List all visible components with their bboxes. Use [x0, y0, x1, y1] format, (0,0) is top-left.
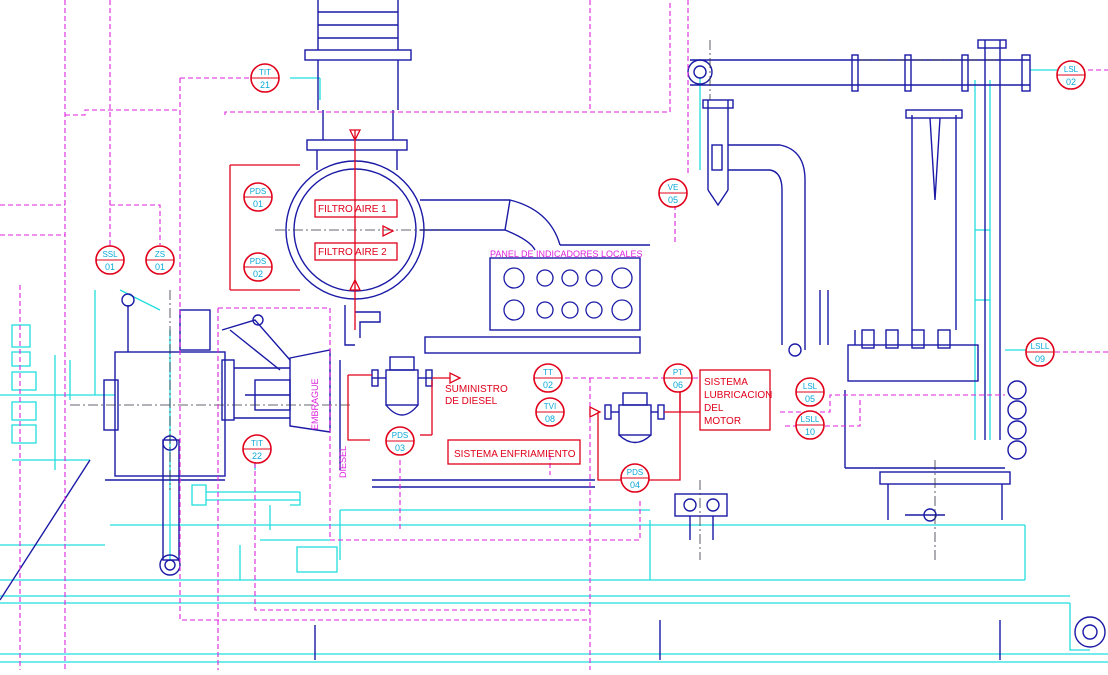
instrument-lsl-02: LSL 02 — [1056, 60, 1086, 90]
equipment — [0, 0, 1106, 660]
filtro-aire-1-box — [314, 199, 398, 218]
instrument-pds-02: PDS 02 — [243, 252, 273, 282]
instrument-tag: PDS — [627, 468, 643, 477]
instrument-tag: LSLL — [801, 415, 820, 424]
instrument-tag: PDS — [250, 257, 266, 266]
filtro-aire-2-box — [314, 242, 398, 261]
instrument-tag: ZS — [155, 250, 165, 259]
instrument-number: 02 — [253, 269, 263, 279]
instrument-zs-01: ZS 01 — [145, 245, 175, 275]
instrument-number: 22 — [252, 451, 262, 461]
embrague-label: EMBRAGUE — [310, 378, 320, 430]
suministro-line-2: DE DIESEL — [445, 396, 498, 407]
instrument-pds-04: PDS 04 — [620, 463, 650, 493]
lubricacion-line-4: MOTOR — [704, 416, 741, 427]
instrument-tag: PDS — [250, 187, 266, 196]
sistema-lubricacion-box — [699, 369, 771, 431]
instrument-tit-22: TIT 22 — [242, 434, 272, 464]
instrument-number: 01 — [105, 262, 115, 272]
instrument-tag: VE — [668, 183, 679, 192]
instrument-ssl-01: SSL 01 — [95, 245, 125, 275]
instrument-tag: TIT — [251, 439, 263, 448]
filter-boxes: FILTRO AIRE 1 FILTRO AIRE 2 SISTEMA ENFR… — [314, 199, 772, 465]
instrument-tvi-08: TVI 08 — [535, 397, 565, 427]
instrument-number: 05 — [668, 195, 678, 205]
instrument-tag: LSL — [1064, 65, 1079, 74]
instrument-lsl-05: LSL 05 — [795, 377, 825, 407]
filtro-aire-1-label: FILTRO AIRE 1 — [318, 204, 387, 215]
panel-label: PANEL DE INDICADORES LOCALES — [490, 249, 643, 259]
instrument-number: 03 — [395, 443, 405, 453]
instrument-number: 08 — [545, 414, 555, 424]
instrument-pds-03: PDS 03 — [385, 426, 415, 456]
instrument-number: 21 — [260, 80, 270, 90]
center-lines — [70, 40, 1000, 560]
instrument-tag: TIT — [259, 68, 271, 77]
lubricacion-line-2: LUBRICACION — [704, 390, 772, 401]
instrument-ve-05: VE 05 — [658, 178, 688, 208]
instrument-tag: PT — [673, 368, 683, 377]
instrument-pt-06: PT 06 — [663, 363, 693, 393]
sistema-enfriamiento-label: SISTEMA ENFRIAMIENTO — [454, 449, 576, 460]
instrument-tag: TT — [543, 368, 553, 377]
instrument-number: 02 — [543, 380, 553, 390]
instrument-tag: TVI — [544, 402, 556, 411]
suministro-line-1: SUMINISTRO — [445, 384, 508, 395]
instrument-number: 01 — [155, 262, 165, 272]
lubricacion-line-1: SISTEMA — [704, 377, 748, 388]
instrument-number: 04 — [630, 480, 640, 490]
panel-indicators — [503, 267, 633, 321]
instrument-tt-02: TT 02 — [533, 363, 563, 393]
instrument-number: 05 — [805, 394, 815, 404]
instrument-number: 02 — [1066, 77, 1076, 87]
instrument-tag: LSL — [803, 382, 818, 391]
instrument-number: 09 — [1035, 354, 1045, 364]
instrument-number: 10 — [805, 427, 815, 437]
diesel-label: DIESEL — [338, 446, 348, 478]
process-lines — [0, 69, 1108, 663]
instrument-tag: SSL — [102, 250, 118, 259]
instrument-lsll-10: LSLL 10 — [795, 410, 825, 440]
instrument-number: 01 — [253, 199, 263, 209]
sistema-enfriamiento-box — [447, 439, 581, 465]
lubricacion-line-3: DEL — [704, 403, 724, 414]
instrument-tag: PDS — [392, 431, 408, 440]
instrument-number: 06 — [673, 380, 683, 390]
instrument-bubbles: TIT21PDS01PDS02SSL01ZS01TIT22PDS03TT02TV… — [95, 60, 1086, 493]
instrument-pds-01: PDS 01 — [243, 182, 273, 212]
instrument-lsll-09: LSLL 09 — [1025, 337, 1055, 367]
instrument-tag: LSLL — [1031, 342, 1050, 351]
filtro-aire-2-label: FILTRO AIRE 2 — [318, 247, 387, 258]
instrument-tit-21: TIT 21 — [250, 63, 280, 93]
